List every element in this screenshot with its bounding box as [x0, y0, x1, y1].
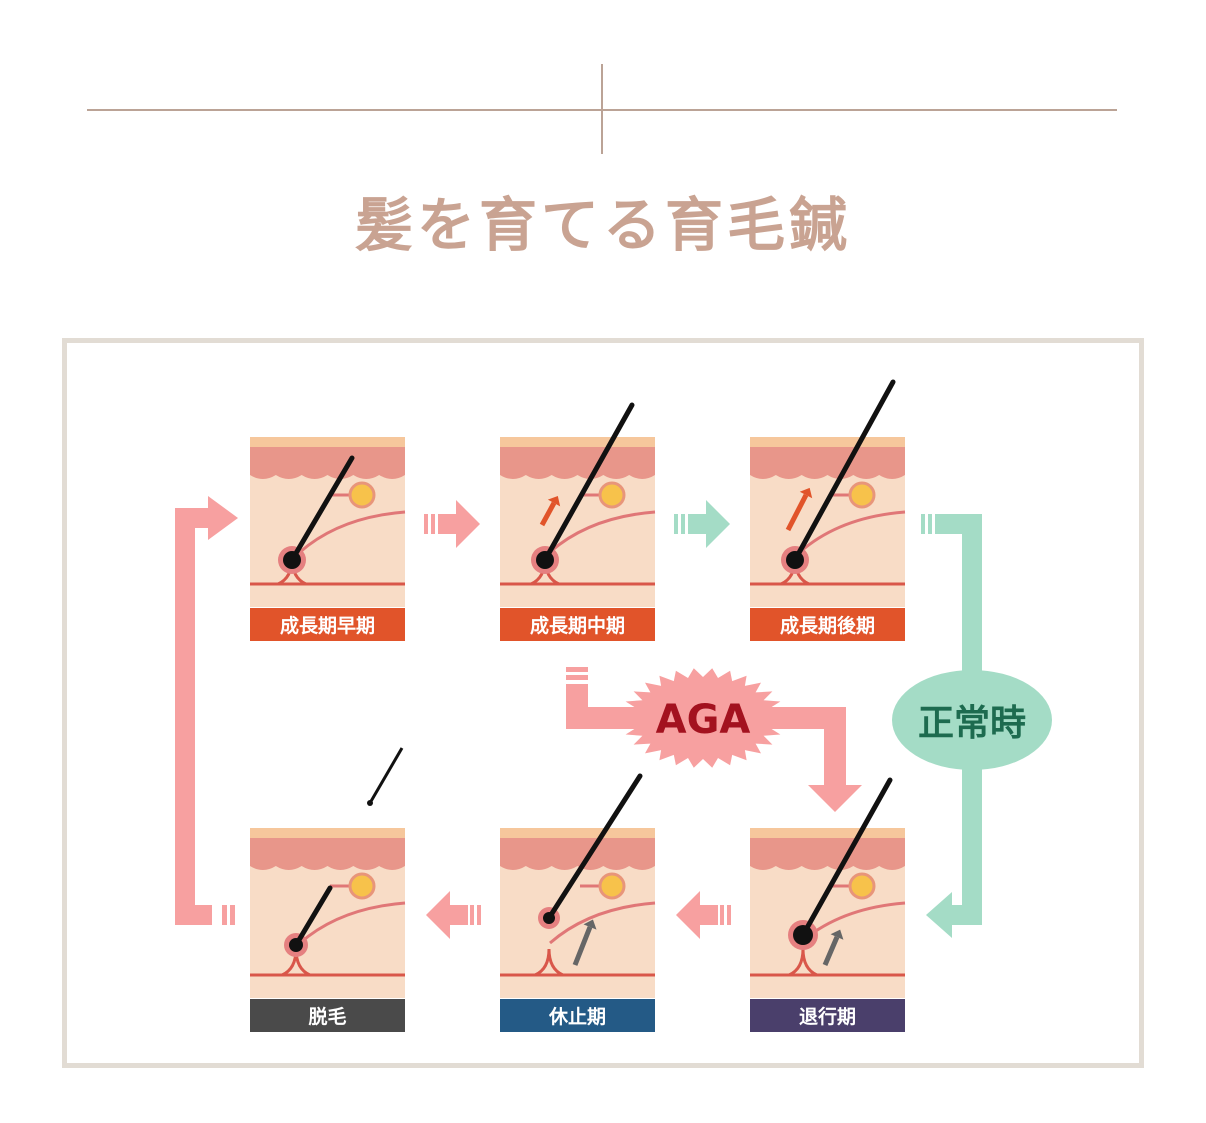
hair-shaft	[289, 455, 355, 563]
sebaceous-gland-icon	[598, 872, 626, 900]
hair-bulb	[543, 912, 555, 924]
hair-bulb	[536, 551, 554, 569]
hair-shaft	[542, 402, 635, 563]
return-arrow-head	[208, 496, 238, 540]
growth-arrow-icon	[785, 493, 809, 532]
stage-panel-late-anagen: 成長期後期	[750, 379, 906, 641]
sebaceous-gland-icon	[848, 872, 876, 900]
sebaceous-gland-icon	[848, 481, 876, 509]
stage-label: 成長期早期	[280, 614, 375, 637]
normal-path-arrow: 正常時	[892, 514, 1052, 938]
stage-panel-telogen: 休止期	[500, 773, 656, 1032]
hair-shaft	[800, 777, 893, 938]
sebaceous-gland-icon	[348, 872, 376, 900]
stage-label-bg	[250, 999, 405, 1032]
stage-panel-early-anagen: 成長期早期	[250, 437, 406, 641]
stage-label-bg	[750, 608, 905, 641]
hair-bulb	[289, 938, 303, 952]
stage-label: 成長期中期	[530, 614, 625, 637]
hair-shaft	[293, 885, 333, 948]
growth-arrow-icon	[539, 501, 557, 527]
arrow-mid-to-late	[674, 500, 730, 548]
stage-label: 脱毛	[308, 1005, 346, 1028]
stage-label: 退行期	[799, 1005, 856, 1028]
growth-arrow-icon	[822, 936, 840, 966]
sebaceous-gland-icon	[348, 481, 376, 509]
arrow-telogen-to-shedding	[426, 891, 481, 939]
divider-vertical	[601, 64, 603, 154]
stage-label-bg	[250, 608, 405, 641]
hair-shaft	[546, 773, 643, 921]
shed-hair	[368, 747, 404, 804]
cycle-arrows: 正常時 AGA	[175, 496, 1052, 939]
stage-panel-mid-anagen: 成長期中期	[500, 402, 656, 641]
stage-panel-catagen: 退行期	[750, 777, 906, 1032]
hair-bulb	[793, 925, 813, 945]
aga-label: AGA	[656, 697, 751, 743]
stage-label-bg	[500, 608, 655, 641]
page-title: 髪を育てる育毛鍼	[354, 191, 851, 259]
normal-label: 正常時	[918, 703, 1026, 744]
stage-label-bg	[750, 999, 905, 1032]
stage-label: 成長期後期	[780, 614, 875, 637]
normal-badge	[892, 670, 1052, 770]
arrow-early-to-mid	[424, 500, 480, 548]
return-arrow	[175, 508, 212, 925]
hair-bulb	[786, 551, 804, 569]
hair-bulb	[283, 551, 301, 569]
sebaceous-gland-icon	[598, 481, 626, 509]
stage-label-bg	[500, 999, 655, 1032]
arrow-catagen-to-telogen	[676, 891, 731, 939]
growth-arrow-icon	[572, 926, 593, 966]
aga-path-arrow: AGA	[566, 667, 862, 812]
aga-burst	[621, 668, 785, 768]
hair-shaft	[792, 379, 896, 563]
stage-label: 休止期	[548, 1006, 606, 1028]
stage-panel-shedding: 脱毛	[250, 747, 406, 1032]
